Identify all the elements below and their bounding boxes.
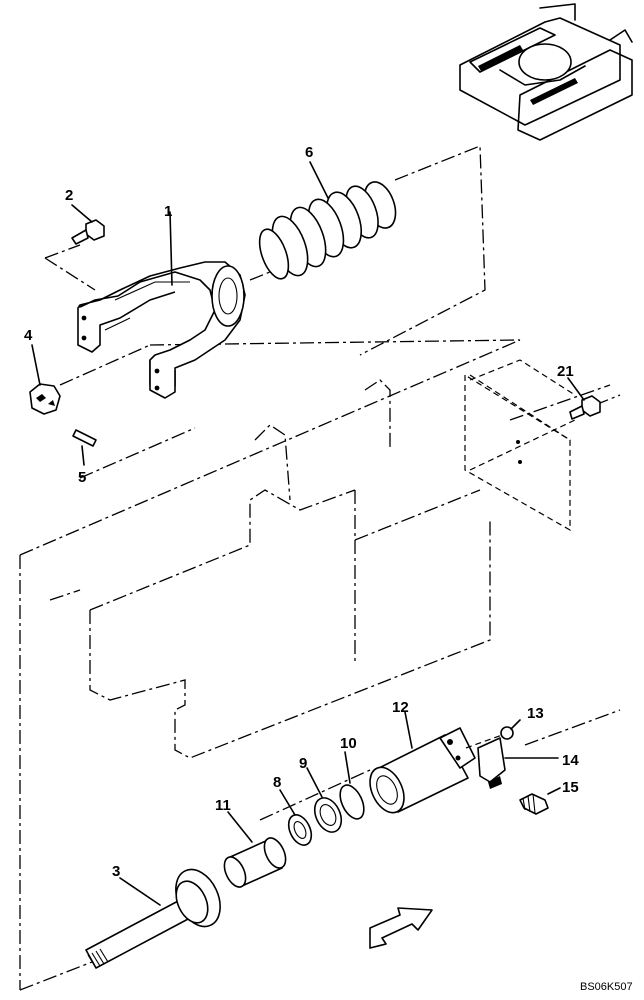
part-1-idler-yoke <box>77 211 246 399</box>
part-2-bolt <box>71 204 105 245</box>
callout-10: 10 <box>340 735 357 752</box>
drawing-code: BS06K507 <box>580 981 633 993</box>
callout-15: 15 <box>562 779 579 796</box>
track-frame-phantom <box>89 359 576 759</box>
part-15-grease-valve <box>519 787 561 815</box>
part-3-cylinder-rod <box>85 868 221 969</box>
front-direction-arrow <box>369 907 433 949</box>
part-6-recoil-spring <box>258 161 397 280</box>
part-21-bolt <box>567 377 601 420</box>
part-4-castle-nut <box>29 344 61 415</box>
callout-4: 4 <box>24 327 33 344</box>
part-12-cylinder <box>369 711 476 814</box>
callout-5: 5 <box>78 469 86 486</box>
callout-1: 1 <box>164 203 172 220</box>
callout-9: 9 <box>299 755 307 772</box>
callout-8: 8 <box>273 774 281 791</box>
locator-thumbnail <box>459 3 633 141</box>
callout-labels: 2 1 6 4 5 21 12 13 10 9 8 14 15 11 3 <box>24 144 579 880</box>
callout-21: 21 <box>557 363 574 380</box>
callout-13: 13 <box>527 705 544 722</box>
part-13-fitting <box>465 719 521 749</box>
callout-12: 12 <box>392 699 409 716</box>
part-10-o-ring <box>339 751 365 820</box>
callout-2: 2 <box>65 187 73 204</box>
part-9-ring <box>306 767 343 833</box>
assembly-guide-lines <box>19 145 621 991</box>
part-5-cotter-pin <box>72 429 97 466</box>
part-8-seal <box>279 789 313 846</box>
callout-3: 3 <box>112 863 120 880</box>
part-14-bracket <box>477 737 559 789</box>
callout-14: 14 <box>562 752 579 769</box>
part-11-spacer-pin <box>223 811 287 888</box>
callout-11: 11 <box>215 797 231 814</box>
callout-6: 6 <box>305 144 313 161</box>
